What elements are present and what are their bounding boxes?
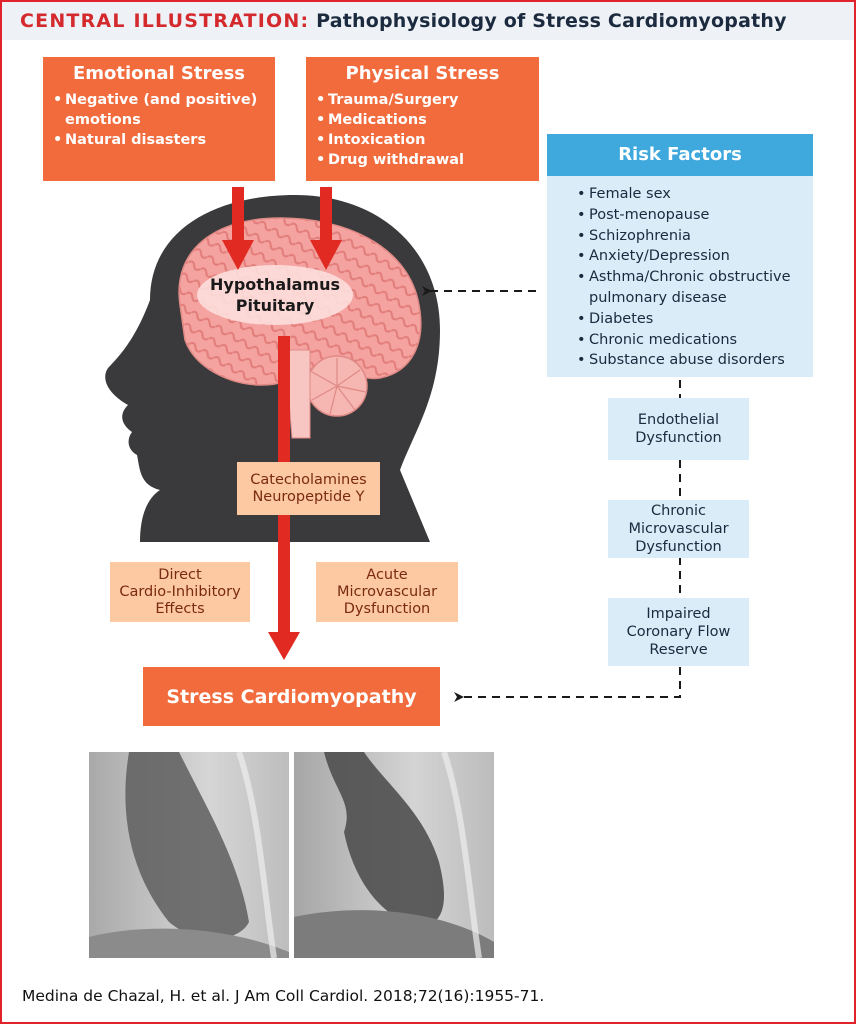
stress-cardiomyopathy-box: Stress Cardiomyopathy — [143, 667, 440, 726]
hypothalamus-pituitary-label: Hypothalamus Pituitary — [195, 274, 355, 316]
page-title: CENTRAL ILLUSTRATION: Pathophysiology of… — [20, 10, 787, 32]
mediators-box: Catecholamines Neuropeptide Y — [237, 462, 380, 515]
direct-cardio-inhibitory-box: Direct Cardio-Inhibitory Effects — [110, 562, 250, 622]
physical-stress-heading: Physical Stress — [345, 63, 500, 84]
angiogram-image-left — [89, 752, 289, 958]
chronic-microvascular-box: Chronic Microvascular Dysfunction — [608, 500, 749, 558]
neuropeptide-y-label: Neuropeptide Y — [252, 488, 365, 505]
risk-factor-item: Anxiety/Depression — [577, 246, 813, 267]
risk-factor-item: Female sex — [577, 184, 813, 205]
risk-factor-item: Post-menopause — [577, 205, 813, 226]
emotional-stress-heading: Emotional Stress — [72, 63, 246, 84]
stress-arrows — [222, 187, 342, 270]
title-bar: CENTRAL ILLUSTRATION: Pathophysiology of… — [2, 2, 854, 40]
risk-factor-item: Chronic medications — [577, 330, 813, 351]
physical-stress-box: Physical Stress Trauma/Surgery Medicatio… — [306, 57, 539, 181]
title-main: Pathophysiology of Stress Cardiomyopathy — [316, 10, 787, 32]
angiogram-image-right — [294, 752, 494, 958]
dashed-connectors — [422, 286, 681, 702]
acute-microvascular-box: Acute Microvascular Dysfunction — [316, 562, 458, 622]
title-prefix: CENTRAL ILLUSTRATION: — [20, 10, 310, 32]
emotional-stress-item: Negative (and positive) emotions — [53, 90, 275, 130]
physical-stress-item: Drug withdrawal — [316, 150, 539, 170]
physical-stress-item: Medications — [316, 110, 539, 130]
risk-factor-item: Asthma/Chronic obstructive pulmonary dis… — [577, 267, 813, 309]
risk-factor-item: Schizophrenia — [577, 226, 813, 247]
impaired-coronary-flow-box: Impaired Coronary Flow Reserve — [608, 598, 749, 666]
risk-factors-box: Risk Factors Female sex Post-menopause S… — [547, 134, 813, 377]
pituitary-label: Pituitary — [235, 296, 315, 315]
emotional-stress-box: Emotional Stress Negative (and positive)… — [43, 57, 275, 181]
risk-factors-heading: Risk Factors — [547, 134, 813, 176]
risk-factor-item: Diabetes — [577, 309, 813, 330]
endothelial-dysfunction-box: Endothelial Dysfunction — [608, 398, 749, 460]
risk-factor-item: Substance abuse disorders — [577, 350, 813, 371]
physical-stress-item: Trauma/Surgery — [316, 90, 539, 110]
hypothalamus-label: Hypothalamus — [210, 275, 340, 294]
catecholamines-label: Catecholamines — [250, 471, 367, 488]
citation: Medina de Chazal, H. et al. J Am Coll Ca… — [22, 987, 545, 1005]
physical-stress-item: Intoxication — [316, 130, 539, 150]
emotional-stress-item: Natural disasters — [53, 130, 275, 150]
